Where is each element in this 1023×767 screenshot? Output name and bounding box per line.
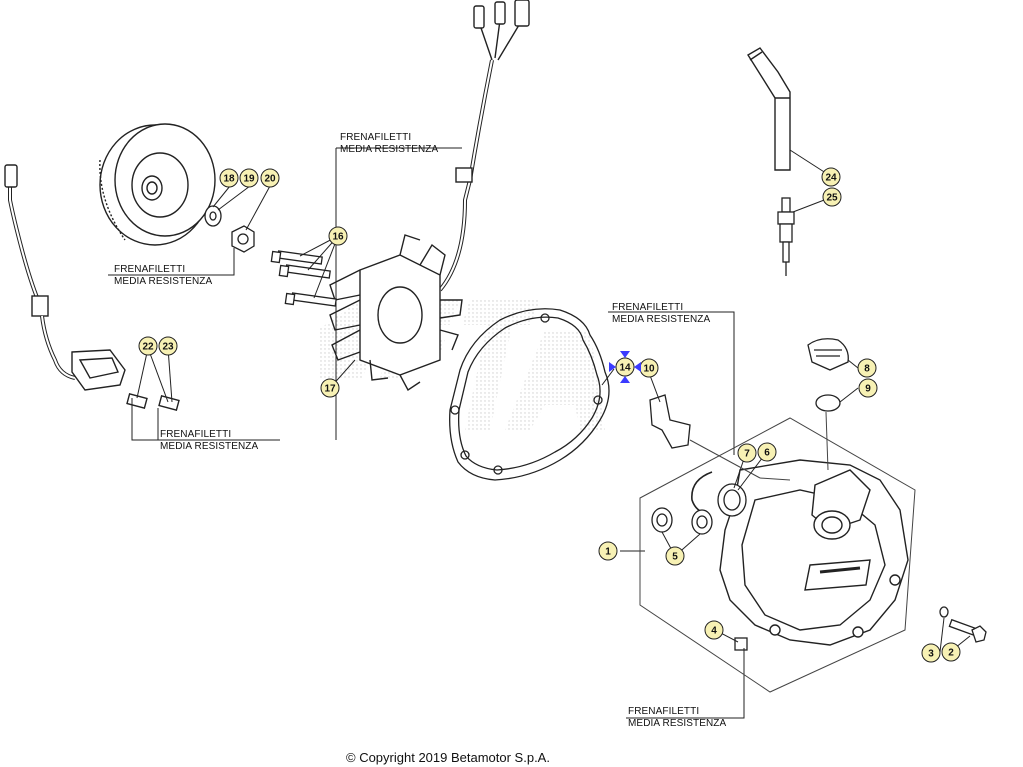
callout-22: 22: [138, 336, 158, 356]
callout-20: 20: [260, 168, 280, 188]
callout-bubble: [858, 378, 878, 398]
callout-label: 1: [605, 547, 611, 558]
callout-bubble: [665, 546, 685, 566]
callout-10: 10: [639, 358, 659, 378]
callout-bubble: [821, 167, 841, 187]
clip-plate: [649, 394, 691, 449]
callout-label: 14: [619, 363, 631, 374]
callout-label: 7: [744, 449, 750, 460]
callout-bubble: [921, 643, 941, 663]
callout-bubble: [239, 168, 259, 188]
note-line-2: MEDIA RESISTENZA: [114, 276, 213, 287]
note-line-2: MEDIA RESISTENZA: [612, 314, 711, 325]
note-threadlock-cover: FRENAFILETTI MEDIA RESISTENZA: [628, 706, 726, 730]
callout-label: 24: [825, 173, 837, 184]
dowel-pin: [734, 637, 748, 651]
callout-bubble: [138, 336, 158, 356]
callout-label: 8: [864, 364, 870, 375]
callout-25: 25: [822, 187, 842, 207]
callout-label: 23: [162, 342, 174, 353]
callout-3: 3: [921, 643, 941, 663]
spark-plug-cap: [747, 47, 791, 171]
callout-7: 7: [737, 443, 757, 463]
bearing-5: [651, 507, 713, 535]
callout-18: 18: [219, 168, 239, 188]
ring-clip: [691, 471, 713, 515]
callout-bubble: [941, 642, 961, 662]
callout-1: 1: [598, 541, 618, 561]
callout-bubble: [219, 168, 239, 188]
callout-label: 16: [332, 232, 344, 243]
callout-19: 19: [239, 168, 259, 188]
note-threadlock-clip: FRENAFILETTI MEDIA RESISTENZA: [612, 302, 710, 326]
callout-14: 14: [615, 357, 635, 377]
flywheel-rotor: [99, 123, 216, 246]
callout-bubble: [737, 443, 757, 463]
callout-bubble: [158, 336, 178, 356]
note-line-1: FRENAFILETTI: [160, 429, 232, 440]
ignition-cover-assembly: [719, 459, 909, 646]
pickup-sensor-assembly: [4, 164, 180, 412]
callout-label: 4: [711, 626, 717, 637]
flywheel-nut: [231, 225, 255, 253]
leader-lines: [108, 147, 971, 719]
callout-label: 6: [764, 448, 770, 459]
stator-assembly: [329, 0, 530, 392]
callout-label: 22: [142, 342, 154, 353]
note-line-2: MEDIA RESISTENZA: [628, 718, 727, 729]
note-threadlock-pickup: FRENAFILETTI MEDIA RESISTENZA: [160, 429, 258, 453]
callout-bubble: [757, 442, 777, 462]
note-line-2: MEDIA RESISTENZA: [340, 144, 439, 155]
callout-label: 5: [672, 552, 678, 563]
washer: [204, 205, 222, 227]
selection-markers: [609, 351, 641, 383]
callout-4: 4: [704, 620, 724, 640]
note-line-1: FRENAFILETTI: [628, 706, 700, 717]
note-line-1: FRENAFILETTI: [612, 302, 684, 313]
callout-23: 23: [158, 336, 178, 356]
callout-bubble: [857, 358, 877, 378]
note-threadlock-flywheel: FRENAFILETTI MEDIA RESISTENZA: [114, 264, 212, 288]
callout-bubble: [598, 541, 618, 561]
note-line-2: MEDIA RESISTENZA: [160, 441, 259, 452]
callout-9: 9: [858, 378, 878, 398]
callout-bubble: [260, 168, 280, 188]
copyright-text: © Copyright 2019 Betamotor S.p.A.: [346, 750, 550, 765]
callout-label: 3: [928, 649, 934, 660]
callout-label: 2: [948, 648, 954, 659]
oil-seal: [717, 483, 747, 517]
note-threadlock-stator: FRENAFILETTI MEDIA RESISTENZA: [340, 132, 438, 156]
o-ring: [815, 394, 841, 412]
callout-17: 17: [320, 378, 340, 398]
callout-6: 6: [757, 442, 777, 462]
callout-label: 18: [223, 174, 235, 185]
callout-5: 5: [665, 546, 685, 566]
callout-label: 19: [243, 174, 255, 185]
callout-label: 10: [643, 364, 655, 375]
cover-plug-cap: [807, 338, 849, 371]
callout-24: 24: [821, 167, 841, 187]
callout-label: 20: [264, 174, 276, 185]
callout-bubble: [704, 620, 724, 640]
callout-bubble: [320, 378, 340, 398]
callout-bubble: [328, 226, 348, 246]
callout-label: 17: [324, 384, 336, 395]
cover-gasket: [449, 308, 610, 481]
note-line-1: FRENAFILETTI: [340, 132, 412, 143]
callout-label: 25: [826, 193, 838, 204]
callout-16: 16: [328, 226, 348, 246]
cover-bolt: [939, 606, 987, 643]
note-line-1: FRENAFILETTI: [114, 264, 186, 275]
callout-2: 2: [941, 642, 961, 662]
callout-8: 8: [857, 358, 877, 378]
callout-label: 9: [865, 384, 871, 395]
spark-plug: [777, 197, 795, 276]
callout-bubble: [822, 187, 842, 207]
stator-screws: [270, 250, 337, 307]
